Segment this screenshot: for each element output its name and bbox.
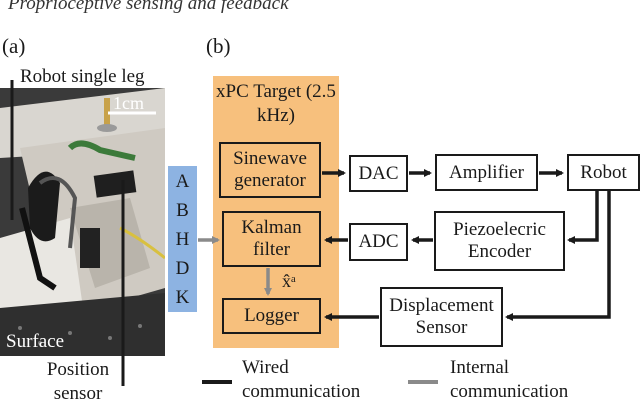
logger-block: Logger [222,298,321,334]
legend-wired-label: Wired communication [242,357,361,402]
kalman-filter-block: Kalman filter [222,211,321,267]
legend-internal-label: Internal communication [450,357,569,402]
arrow-robot-to-encoder [567,191,599,244]
position-sensor-label: Position sensor [46,359,110,404]
piezoelectric-encoder-block: Piezoelecric Encoder [434,211,565,271]
robot-leg-label: Robot single leg [18,66,147,87]
dac-block: DAC [349,155,408,192]
panel-b-label: (b) [206,34,231,58]
state-vector-strip: A B H D K [168,166,197,312]
sinewave-generator-block: Sinewave generator [219,142,321,198]
arrow-robot-to-displacement [505,191,611,321]
robot-leg-photo-art [0,88,165,356]
robot-block: Robot [567,154,640,191]
figure-header: Proprioceptive sensing and feedback [8,0,289,14]
xpc-target-title: xPC Target (2.5 kHz) [216,81,336,126]
state-letter: D [175,258,190,279]
panel-a-label: (a) [2,34,26,58]
state-letter: H [175,229,190,250]
robot-leg-photo [0,88,165,356]
displacement-sensor-block: Displacement Sensor [380,287,503,347]
surface-label: Surface [6,331,65,352]
amplifier-block: Amplifier [435,154,538,191]
adc-block: ADC [349,223,408,261]
state-letter: A [175,171,190,192]
scale-bar-label: 1cm [113,93,144,113]
state-estimate-label: x̂ᵃ [282,271,296,291]
state-letter: B [176,200,189,221]
state-letter: K [175,287,190,308]
